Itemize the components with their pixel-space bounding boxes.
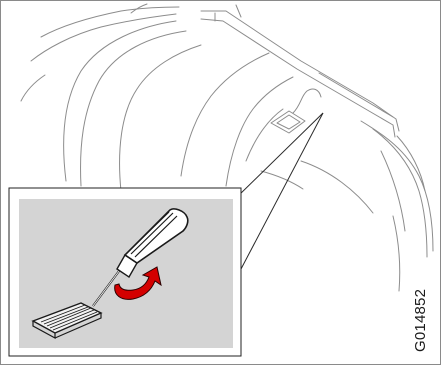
pillar-contour-5 [226,77,293,186]
pillar-contour-4 [181,53,269,176]
pillar-contour-3 [120,45,201,191]
right-pillar-inner [373,129,427,257]
right-pillar-outer [361,121,433,251]
ceiling-rail-bottom [201,19,395,137]
headliner-edge [31,14,176,61]
right-lower-trim [393,216,400,291]
rail-inner-line [319,73,393,117]
floor-edge-curve-2 [261,171,303,189]
callout-line-lower [241,113,323,269]
detail-inset [9,188,241,356]
callout-lines [237,113,323,269]
floor-edge-curve [301,161,373,213]
callout-line-upper [237,113,323,197]
panel-edge-left [21,75,45,101]
image-code: G014852 [410,282,432,352]
roof-line-left [41,7,179,37]
inner-panel-curve [246,109,283,161]
right-trim-line [381,151,405,231]
rail-bracket [236,5,241,17]
lamp-cable [293,89,321,113]
